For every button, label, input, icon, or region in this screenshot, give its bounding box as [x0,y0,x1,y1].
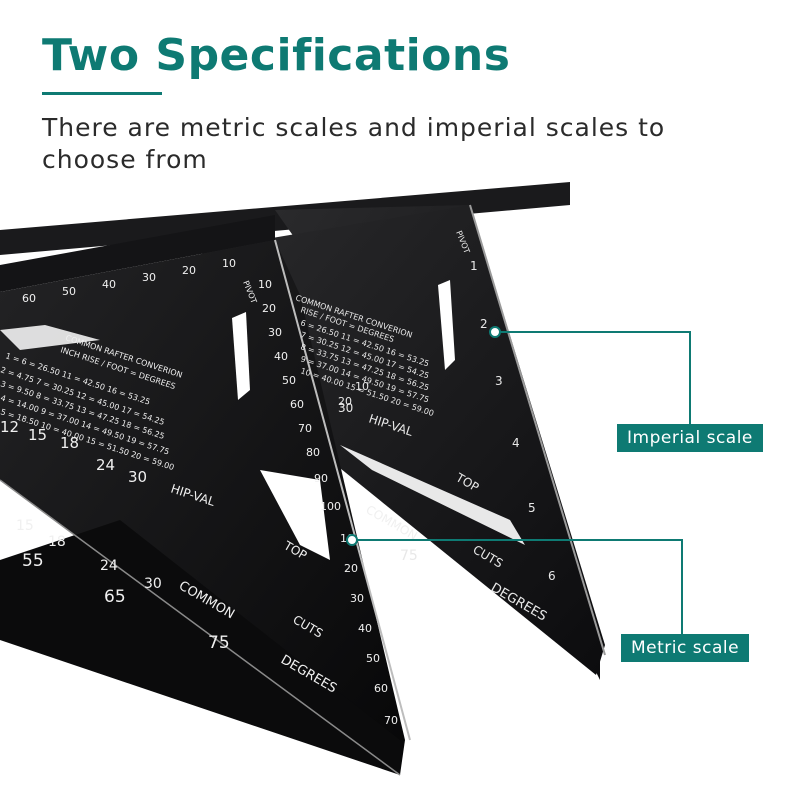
page-heading: Two Specifications [42,30,511,81]
front-base-tick: 30 [128,468,147,486]
back-scale-tick: 1 [470,259,478,273]
front-base-tick: 24 [96,456,115,474]
back-scale-tick: 2 [480,317,488,331]
front-right-tick: 40 [358,622,372,635]
front-hyp-tick: 80 [306,446,320,459]
front-rafter-square [0,215,411,776]
front-hyp-tick: 100 [320,500,341,513]
imperial-leader-dot [489,326,501,338]
imperial-leader-line [495,331,691,424]
front-left-edge-tick: 12 [0,418,19,436]
front-base-lower-tick: 24 [100,558,118,574]
callout-leaders [352,331,691,634]
front-hyp-tick: 90 [314,472,328,485]
front-left-edge-tick: 18 [60,434,79,452]
front-hyp-tick: 20 [262,302,276,315]
front-right-tick: 60 [374,682,388,695]
front-top-tick: 50 [62,285,76,298]
back-hyp-tick: 30 [338,401,353,415]
front-top-tick: 60 [22,292,36,305]
back-scale-tick: 5 [528,501,536,515]
front-right-tick: 70 [384,714,398,727]
front-top-tick: 30 [142,271,156,284]
front-top-tick: 10 [222,257,236,270]
front-top-tick: 40 [102,278,116,291]
front-right-tick: 30 [350,592,364,605]
front-base-lower-tick: 15 [16,518,34,534]
front-degree-tick: 75 [208,633,230,653]
imperial-scale-label: Imperial scale [617,424,763,452]
back-hyp-tick: 20 [338,395,352,408]
back-scale-tick: 6 [548,569,556,583]
back-hyp-tick: 10 [355,380,369,393]
front-base-lower-tick: 30 [144,576,162,592]
metric-leader-line [352,539,683,634]
back-scale-tick: 3 [495,374,503,388]
page-subtitle: There are metric scales and imperial sca… [42,113,666,174]
front-hyp-tick: 70 [298,422,312,435]
heading-underline [42,92,162,95]
front-degree-tick: 65 [104,587,126,607]
front-degree-tick: 55 [22,551,44,571]
back-degree-tick: 75 [400,548,418,564]
front-hyp-tick: 60 [290,398,304,411]
front-hyp-tick: 30 [268,326,282,339]
front-right-tick: 20 [344,562,358,575]
front-right-tick: 50 [366,652,380,665]
back-scale-tick: 4 [512,436,520,450]
front-left-edge-tick: 15 [28,426,47,444]
front-hyp-tick: 10 [258,278,272,291]
front-base-lower-tick: 18 [48,534,66,550]
front-hyp-tick: 50 [282,374,296,387]
front-hyp-tick: 40 [274,350,288,363]
metric-scale-label: Metric scale [621,634,750,662]
front-top-tick: 20 [182,264,196,277]
metric-leader-dot [346,534,358,546]
